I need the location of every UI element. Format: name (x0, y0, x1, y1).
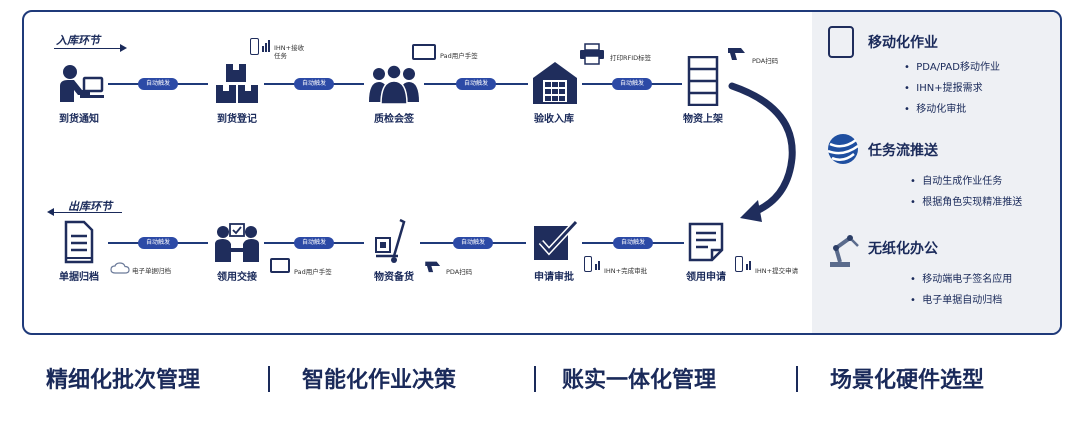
node-label: 质检会签 (374, 114, 414, 125)
signal-icon (595, 264, 597, 270)
phone-icon (735, 256, 743, 272)
node-label: 物资上架 (683, 114, 723, 125)
annotation-text: PDA扫码 (752, 57, 779, 65)
connector: 自动触发 (108, 237, 208, 249)
feature-title: 任务流推送 (868, 143, 938, 159)
arrowhead-left-icon (47, 208, 54, 216)
node-label: 领用交接 (217, 272, 257, 283)
connector: 自动触发 (582, 78, 682, 90)
tablet-icon (828, 26, 854, 58)
person-computer-icon (60, 65, 104, 102)
curved-arrow-icon (728, 82, 796, 222)
tablet-icon (412, 44, 436, 60)
connector: 自动触发 (424, 78, 528, 90)
annotation-text: IHN+接收任务 (274, 44, 305, 60)
feature-item: • 移动化审批 (904, 104, 967, 115)
auto-trigger-pill: 自动触发 (452, 237, 494, 249)
inbound-section-label: 入库环节 (56, 34, 100, 47)
annotation-text: IHN+提交申请 (755, 267, 799, 275)
phone-icon (250, 38, 259, 55)
process-diagram-frame: 入库环节 出库环节 到货通知 到货登记 IHN+接收任务 质检会签 Pad用 (22, 10, 1062, 335)
auto-trigger-pill: 自动触发 (137, 237, 179, 249)
annotation-text: PDA扫码 (446, 268, 473, 276)
feature-item: • PDA/PAD移动作业 (904, 62, 1000, 73)
inbound-label-arrow (54, 48, 122, 49)
signal-icon (262, 46, 264, 52)
auto-trigger-pill: 自动触发 (293, 237, 335, 249)
feature-item: • 移动端电子签名应用 (910, 274, 1013, 285)
auto-trigger-pill: 自动触发 (455, 78, 497, 90)
node-label: 单据归档 (59, 272, 99, 283)
handover-icon (215, 223, 259, 262)
node-label: 领用申请 (686, 272, 726, 283)
robot-arm-icon (830, 235, 859, 267)
feature-item: • 电子单据自动归档 (910, 295, 1003, 306)
node-label: 验收入库 (534, 114, 574, 125)
divider (534, 366, 536, 392)
node-label: 到货登记 (217, 114, 257, 125)
connector: 自动触发 (420, 237, 526, 249)
node-label: 申请审批 (534, 272, 574, 283)
node-label: 到货通知 (59, 114, 99, 125)
outbound-label-arrow (54, 212, 122, 213)
annotation-text: Pad用户手签 (440, 52, 478, 60)
connector: 自动触发 (264, 78, 364, 90)
connector: 自动触发 (108, 78, 208, 90)
warehouse-icon (533, 62, 577, 104)
outbound-section-label: 出库环节 (68, 200, 112, 213)
node-label: 物资备货 (374, 272, 414, 283)
scanner-icon (728, 48, 745, 60)
slogan-text: 账实一体化管理 (562, 368, 717, 393)
approve-check-icon (534, 220, 578, 260)
boxes-icon (216, 64, 258, 103)
auto-trigger-pill: 自动触发 (611, 78, 653, 90)
slogan-text: 智能化作业决策 (302, 368, 457, 393)
arrowhead-right-icon (120, 44, 127, 52)
annotation-text: IHN+完成审批 (604, 267, 648, 275)
printer-icon (580, 43, 604, 65)
connector: 自动触发 (264, 237, 364, 249)
auto-trigger-pill: 自动触发 (293, 78, 335, 90)
tablet-icon (270, 258, 290, 273)
feature-title: 移动化作业 (868, 35, 938, 51)
auto-trigger-pill: 自动触发 (612, 237, 654, 249)
feature-item: • 自动生成作业任务 (910, 176, 1003, 187)
annotation-text: 电子单据归档 (132, 267, 171, 275)
slogan-text: 精细化批次管理 (46, 368, 201, 393)
form-icon (688, 222, 724, 262)
auto-trigger-pill: 自动触发 (137, 78, 179, 90)
feature-item: • IHN+提报需求 (904, 83, 983, 94)
document-icon (64, 220, 94, 264)
scanner-icon (425, 261, 441, 273)
hand-truck-icon (375, 218, 406, 263)
phone-icon (584, 256, 592, 272)
cloud-icon (110, 262, 130, 274)
task-flow-icon (827, 134, 859, 164)
shelf-icon (687, 56, 719, 106)
annotation-text: Pad用户手签 (294, 268, 332, 276)
divider (268, 366, 270, 392)
slogan-text: 场景化硬件选型 (830, 368, 985, 393)
feature-side-panel: 移动化作业 • PDA/PAD移动作业 • IHN+提报需求 • 移动化审批 任… (812, 12, 1060, 333)
divider (796, 366, 798, 392)
connector: 自动触发 (582, 237, 684, 249)
people-group-icon (369, 64, 419, 104)
annotation-text: 打印RFID标签 (610, 54, 652, 62)
signal-icon (746, 264, 748, 270)
feature-item: • 根据角色实现精准推送 (910, 197, 1023, 208)
feature-title: 无纸化办公 (868, 241, 938, 257)
